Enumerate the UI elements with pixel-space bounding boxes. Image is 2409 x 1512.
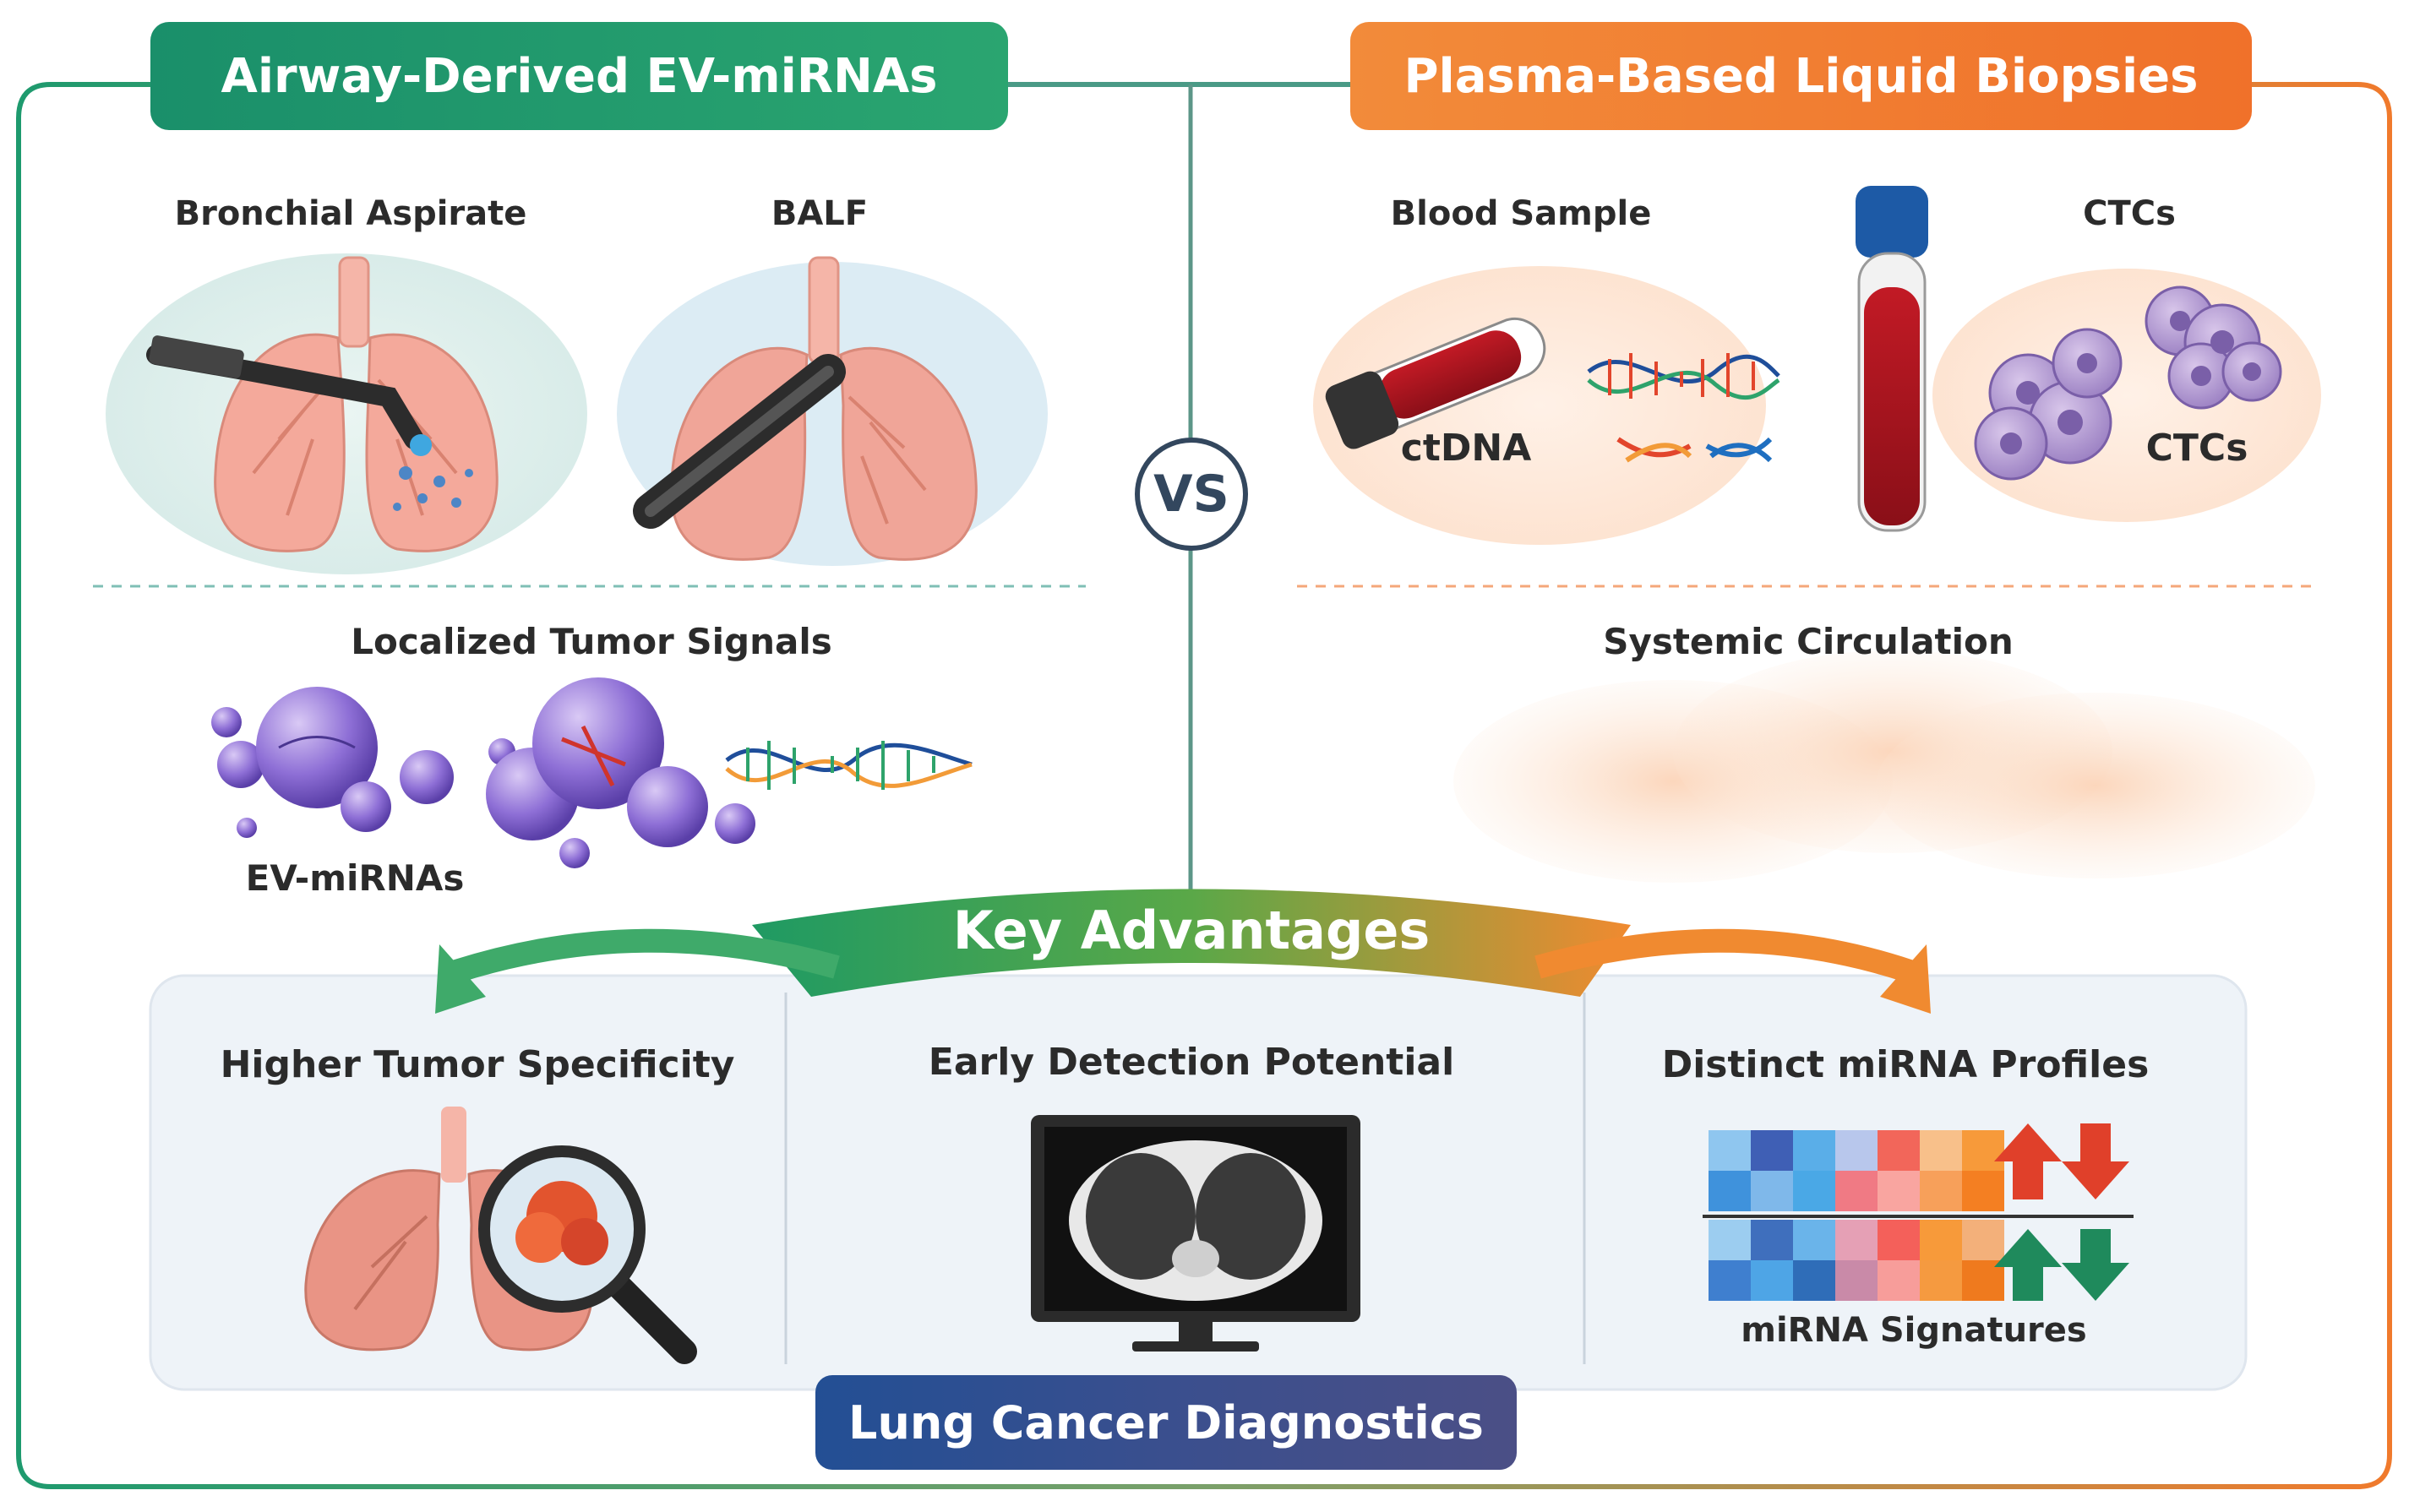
magnifier-icon <box>478 1145 697 1364</box>
heatmap-cell <box>1920 1171 1962 1211</box>
footer-banner-text: Lung Cancer Diagnostics <box>848 1395 1484 1449</box>
right-panel-title-text: Plasma-Based Liquid Biopsies <box>1403 48 2199 104</box>
heatmap-cell <box>1751 1260 1793 1301</box>
down-arrow-green-icon <box>2062 1229 2129 1301</box>
right-arrow-icon <box>1534 928 1914 983</box>
circulation-cloud-icon <box>1453 650 2315 883</box>
blood-sample-label: Blood Sample <box>1390 194 1652 233</box>
heatmap-cell <box>1835 1130 1878 1171</box>
ev-vesicles-icon <box>211 677 755 868</box>
heatmap-cell <box>1835 1171 1878 1211</box>
dna-helix-icon <box>1587 353 1780 400</box>
systemic-circulation-label: Systemic Circulation <box>1603 621 2014 662</box>
blood-tube-angled-icon <box>1325 318 1546 449</box>
left-panel-title-text: Airway-Derived EV-miRNAs <box>221 48 938 104</box>
heatmap-cell <box>1709 1171 1751 1211</box>
vs-label: VS <box>1153 465 1229 524</box>
ctc-cluster-icon <box>1974 286 2282 481</box>
ev-mirnas-label: EV-miRNAs <box>245 857 465 899</box>
ctcs-label: CTCs <box>2145 427 2248 470</box>
right-panel-title: Plasma-Based Liquid Biopsies <box>1350 22 2252 130</box>
bronchial-aspirate-label: Bronchial Aspirate <box>174 194 527 233</box>
up-arrow-red-icon <box>1994 1123 2062 1199</box>
heatmap-cell <box>1920 1220 1962 1260</box>
heatmap-cell <box>1878 1171 1920 1211</box>
heatmap-cell <box>1962 1220 2004 1260</box>
heatmap-cell <box>1709 1260 1751 1301</box>
ct-monitor-icon <box>1031 1115 1360 1352</box>
bronchoscope-icon <box>146 335 432 456</box>
heatmap-cell <box>1835 1260 1878 1301</box>
down-arrow-red-icon <box>2062 1123 2129 1199</box>
heatmap-cell <box>1751 1171 1793 1211</box>
heatmap-cell <box>1920 1260 1962 1301</box>
heatmap-cell <box>1878 1220 1920 1260</box>
localized-tumor-signals-label: Localized Tumor Signals <box>351 621 832 662</box>
vs-circle <box>1135 438 1248 551</box>
heatmap-cell <box>1709 1130 1751 1171</box>
ev-dna-helix-icon <box>725 741 973 790</box>
advantage-mirna-profiles-label: Distinct miRNA Profiles <box>1661 1043 2150 1086</box>
heatmap-cell <box>1751 1220 1793 1260</box>
heatmap-cell <box>1793 1130 1835 1171</box>
left-arrow-icon <box>452 928 840 983</box>
left-panel-title: Airway-Derived EV-miRNAs <box>150 22 1008 130</box>
key-advantages-arc <box>752 889 1631 997</box>
heatmap-cell <box>1878 1260 1920 1301</box>
ctdna-label: ctDNA <box>1400 427 1532 470</box>
heatmap-cell <box>1962 1171 2004 1211</box>
heatmap-cell <box>1835 1220 1878 1260</box>
heatmap-cell <box>1920 1130 1962 1171</box>
heatmap-cell <box>1793 1171 1835 1211</box>
advantage-tumor-specificity-label: Higher Tumor Specificity <box>220 1043 735 1086</box>
dna-fragment-icon <box>1616 437 1773 463</box>
blood-sample-backdrop <box>1313 266 1766 545</box>
footer-banner: Lung Cancer Diagnostics <box>815 1375 1517 1470</box>
heatmap-cell <box>1878 1130 1920 1171</box>
up-arrow-green-icon <box>1994 1229 2062 1301</box>
heatmap-cell <box>1751 1130 1793 1171</box>
balf-label: BALF <box>771 194 869 233</box>
mirna-heatmap-icon <box>1709 1130 2004 1301</box>
key-advantages-title: Key Advantages <box>952 900 1431 961</box>
heatmap-cell <box>1709 1220 1751 1260</box>
heatmap-cell <box>1793 1260 1835 1301</box>
heatmap-cell <box>1962 1130 2004 1171</box>
balf-bronchoscope-icon <box>633 354 846 529</box>
ctcs-top-label: CTCs <box>2083 194 2176 233</box>
advantage-early-detection-label: Early Detection Potential <box>928 1041 1455 1084</box>
heatmap-cell <box>1793 1220 1835 1260</box>
aspirate-droplets-icon <box>393 466 473 511</box>
blood-tube-vertical-icon <box>1856 186 1928 532</box>
mirna-signatures-label: miRNA Signatures <box>1741 1311 2087 1350</box>
